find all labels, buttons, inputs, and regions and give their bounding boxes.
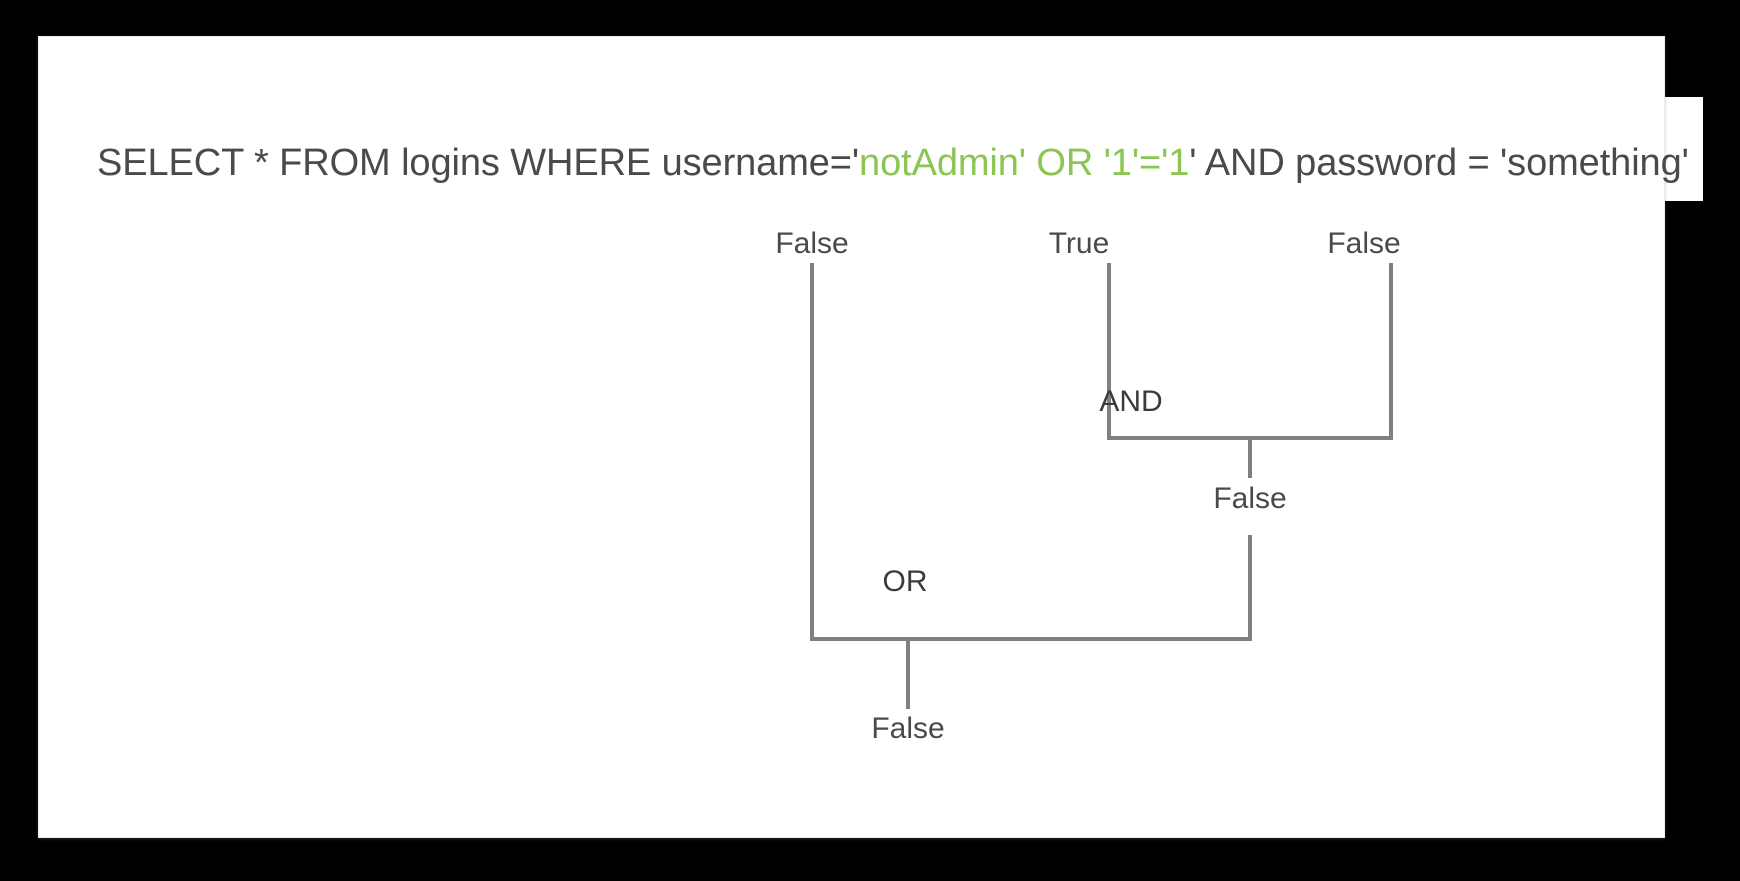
operand-label-middle: True	[1048, 227, 1110, 260]
or-left-connector	[810, 263, 814, 639]
operand-label-left: False	[775, 227, 849, 260]
or-result-label: False	[871, 712, 945, 745]
sql-suffix: ' AND password = 'something'	[1189, 142, 1689, 184]
sql-injection-payload: notAdmin' OR '1'='1	[859, 142, 1190, 184]
operand-label-right: False	[1327, 227, 1401, 260]
sql-statement: SELECT * FROM logins WHERE username='not…	[97, 140, 1689, 186]
or-operator-label: OR	[882, 565, 928, 598]
sql-prefix: SELECT * FROM logins WHERE username='	[97, 142, 860, 184]
and-right-connector	[1389, 263, 1393, 438]
boolean-tree: False True False AND False OR False	[39, 37, 1666, 839]
and-result-label: False	[1213, 482, 1287, 515]
and-operator-label: AND	[1099, 385, 1163, 418]
and-result-stem-top	[1248, 438, 1252, 478]
or-result-stem	[906, 639, 910, 709]
and-result-stem-bottom	[1248, 535, 1252, 639]
and-left-connector	[1107, 263, 1111, 438]
or-bracket-bar	[810, 637, 1252, 641]
right-edge-tab[interactable]	[1661, 97, 1703, 201]
presentation-slide: SELECT * FROM logins WHERE username='not…	[38, 36, 1689, 839]
